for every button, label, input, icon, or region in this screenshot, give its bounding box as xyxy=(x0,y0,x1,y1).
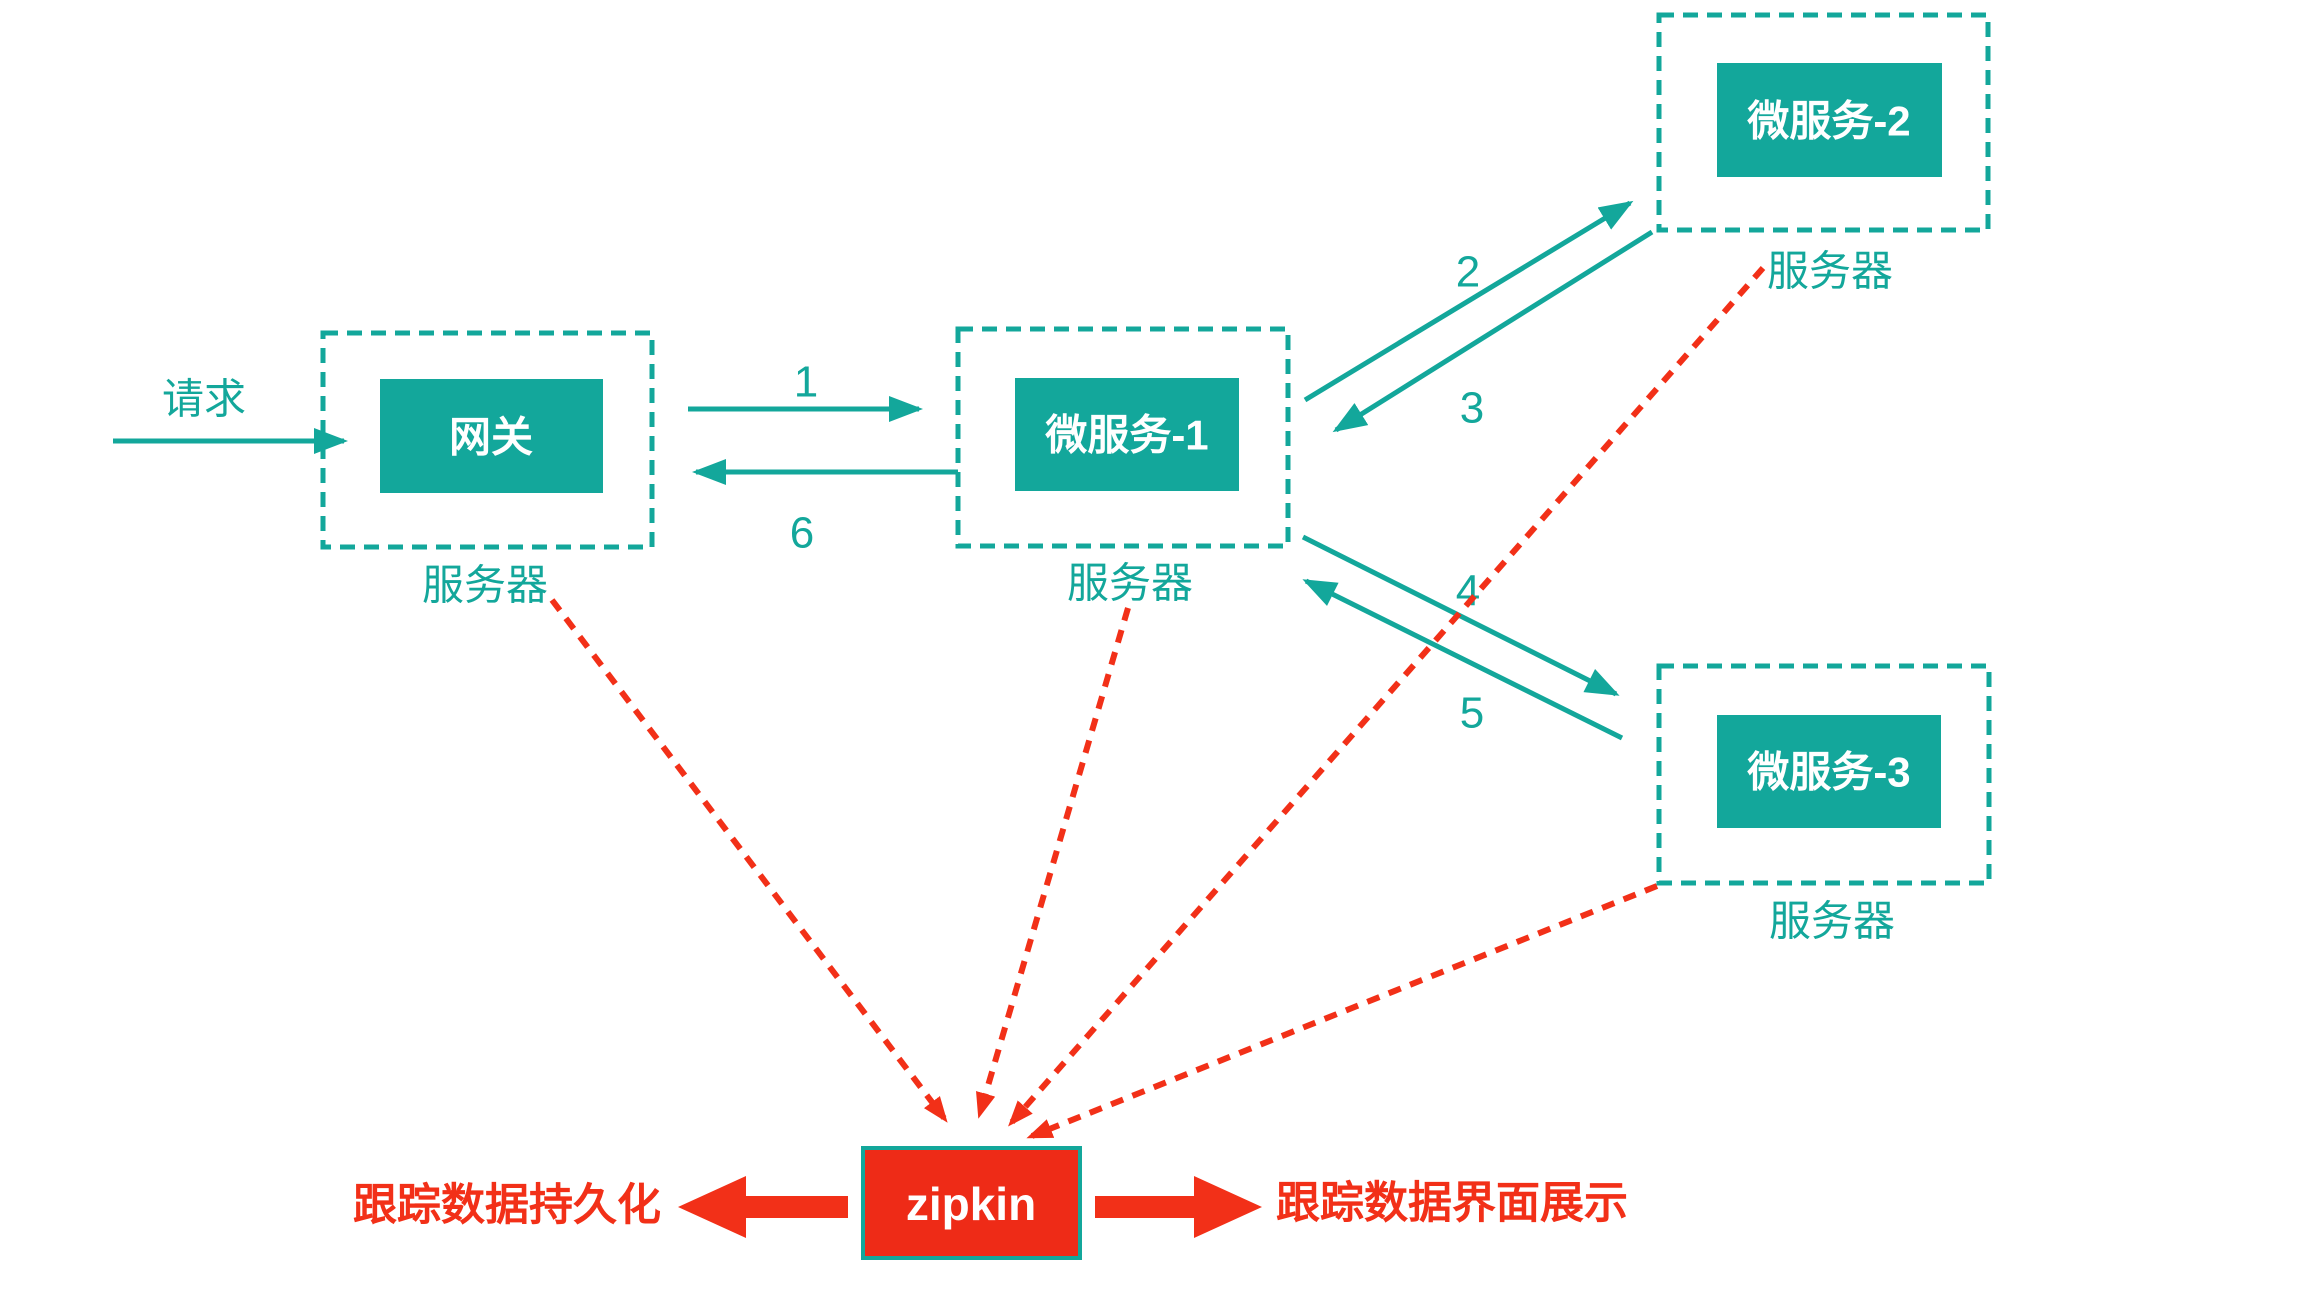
gateway-label: 网关 xyxy=(449,414,533,461)
trace-ms1-to-zipkin-arrow xyxy=(976,607,1131,1119)
persistence-label: 跟踪数据持久化 xyxy=(353,1181,661,1230)
arrow-5-label: 5 xyxy=(1460,689,1484,738)
microservice-1-node: 微服务-1 服务器 xyxy=(955,326,1291,607)
ui-display-label: 跟踪数据界面展示 xyxy=(1276,1179,1628,1228)
zipkin-node: zipkin xyxy=(861,1146,1082,1260)
request-label: 请求 xyxy=(162,376,246,423)
arrow-3-ms2-to-ms1 xyxy=(1332,229,1654,433)
microservice-3-label: 微服务-3 xyxy=(1746,749,1910,796)
gateway-node: 网关 服务器 xyxy=(320,330,655,609)
microservice-3-node: 微服务-3 服务器 xyxy=(1656,663,1992,945)
microservice-3-box xyxy=(1717,715,1941,828)
microservice-1-box xyxy=(1015,378,1239,491)
microservice-3-server-outline xyxy=(1656,663,1992,886)
microservice-1-server-label: 服务器 xyxy=(1067,560,1193,607)
arrow-1-label: 1 xyxy=(794,358,818,407)
trace-gateway-to-zipkin-arrow xyxy=(549,598,948,1123)
microservice-2-box xyxy=(1717,63,1942,177)
microservice-3-server-label: 服务器 xyxy=(1769,898,1895,945)
arrow-3-label: 3 xyxy=(1460,384,1484,433)
zipkin-label: zipkin xyxy=(906,1178,1036,1230)
zipkin-box xyxy=(861,1146,1082,1260)
microservice-2-server-label: 服务器 xyxy=(1767,248,1893,295)
arrow-4-label: 4 xyxy=(1456,567,1480,616)
microservice-2-server-outline xyxy=(1656,12,1991,233)
microservice-1-label: 微服务-1 xyxy=(1044,412,1208,459)
gateway-server-label: 服务器 xyxy=(422,562,548,609)
trace-ms3-to-zipkin-arrow xyxy=(1026,883,1659,1139)
persistence-arrow xyxy=(678,1176,848,1238)
microservice-2-node: 微服务-2 服务器 xyxy=(1656,12,1991,295)
arrow-2-ms1-to-ms2 xyxy=(1303,200,1634,403)
trace-ms2-to-zipkin-arrow xyxy=(1008,266,1766,1127)
arrow-2-label: 2 xyxy=(1456,248,1480,297)
arrow-5-ms3-to-ms1 xyxy=(1302,578,1624,741)
gateway-box xyxy=(380,379,603,493)
microservice-1-server-outline xyxy=(955,326,1291,549)
gateway-server-outline xyxy=(320,330,655,550)
ui-display-arrow xyxy=(1095,1176,1262,1238)
microservice-2-label: 微服务-2 xyxy=(1746,98,1910,145)
arrow-6-label: 6 xyxy=(790,509,814,558)
